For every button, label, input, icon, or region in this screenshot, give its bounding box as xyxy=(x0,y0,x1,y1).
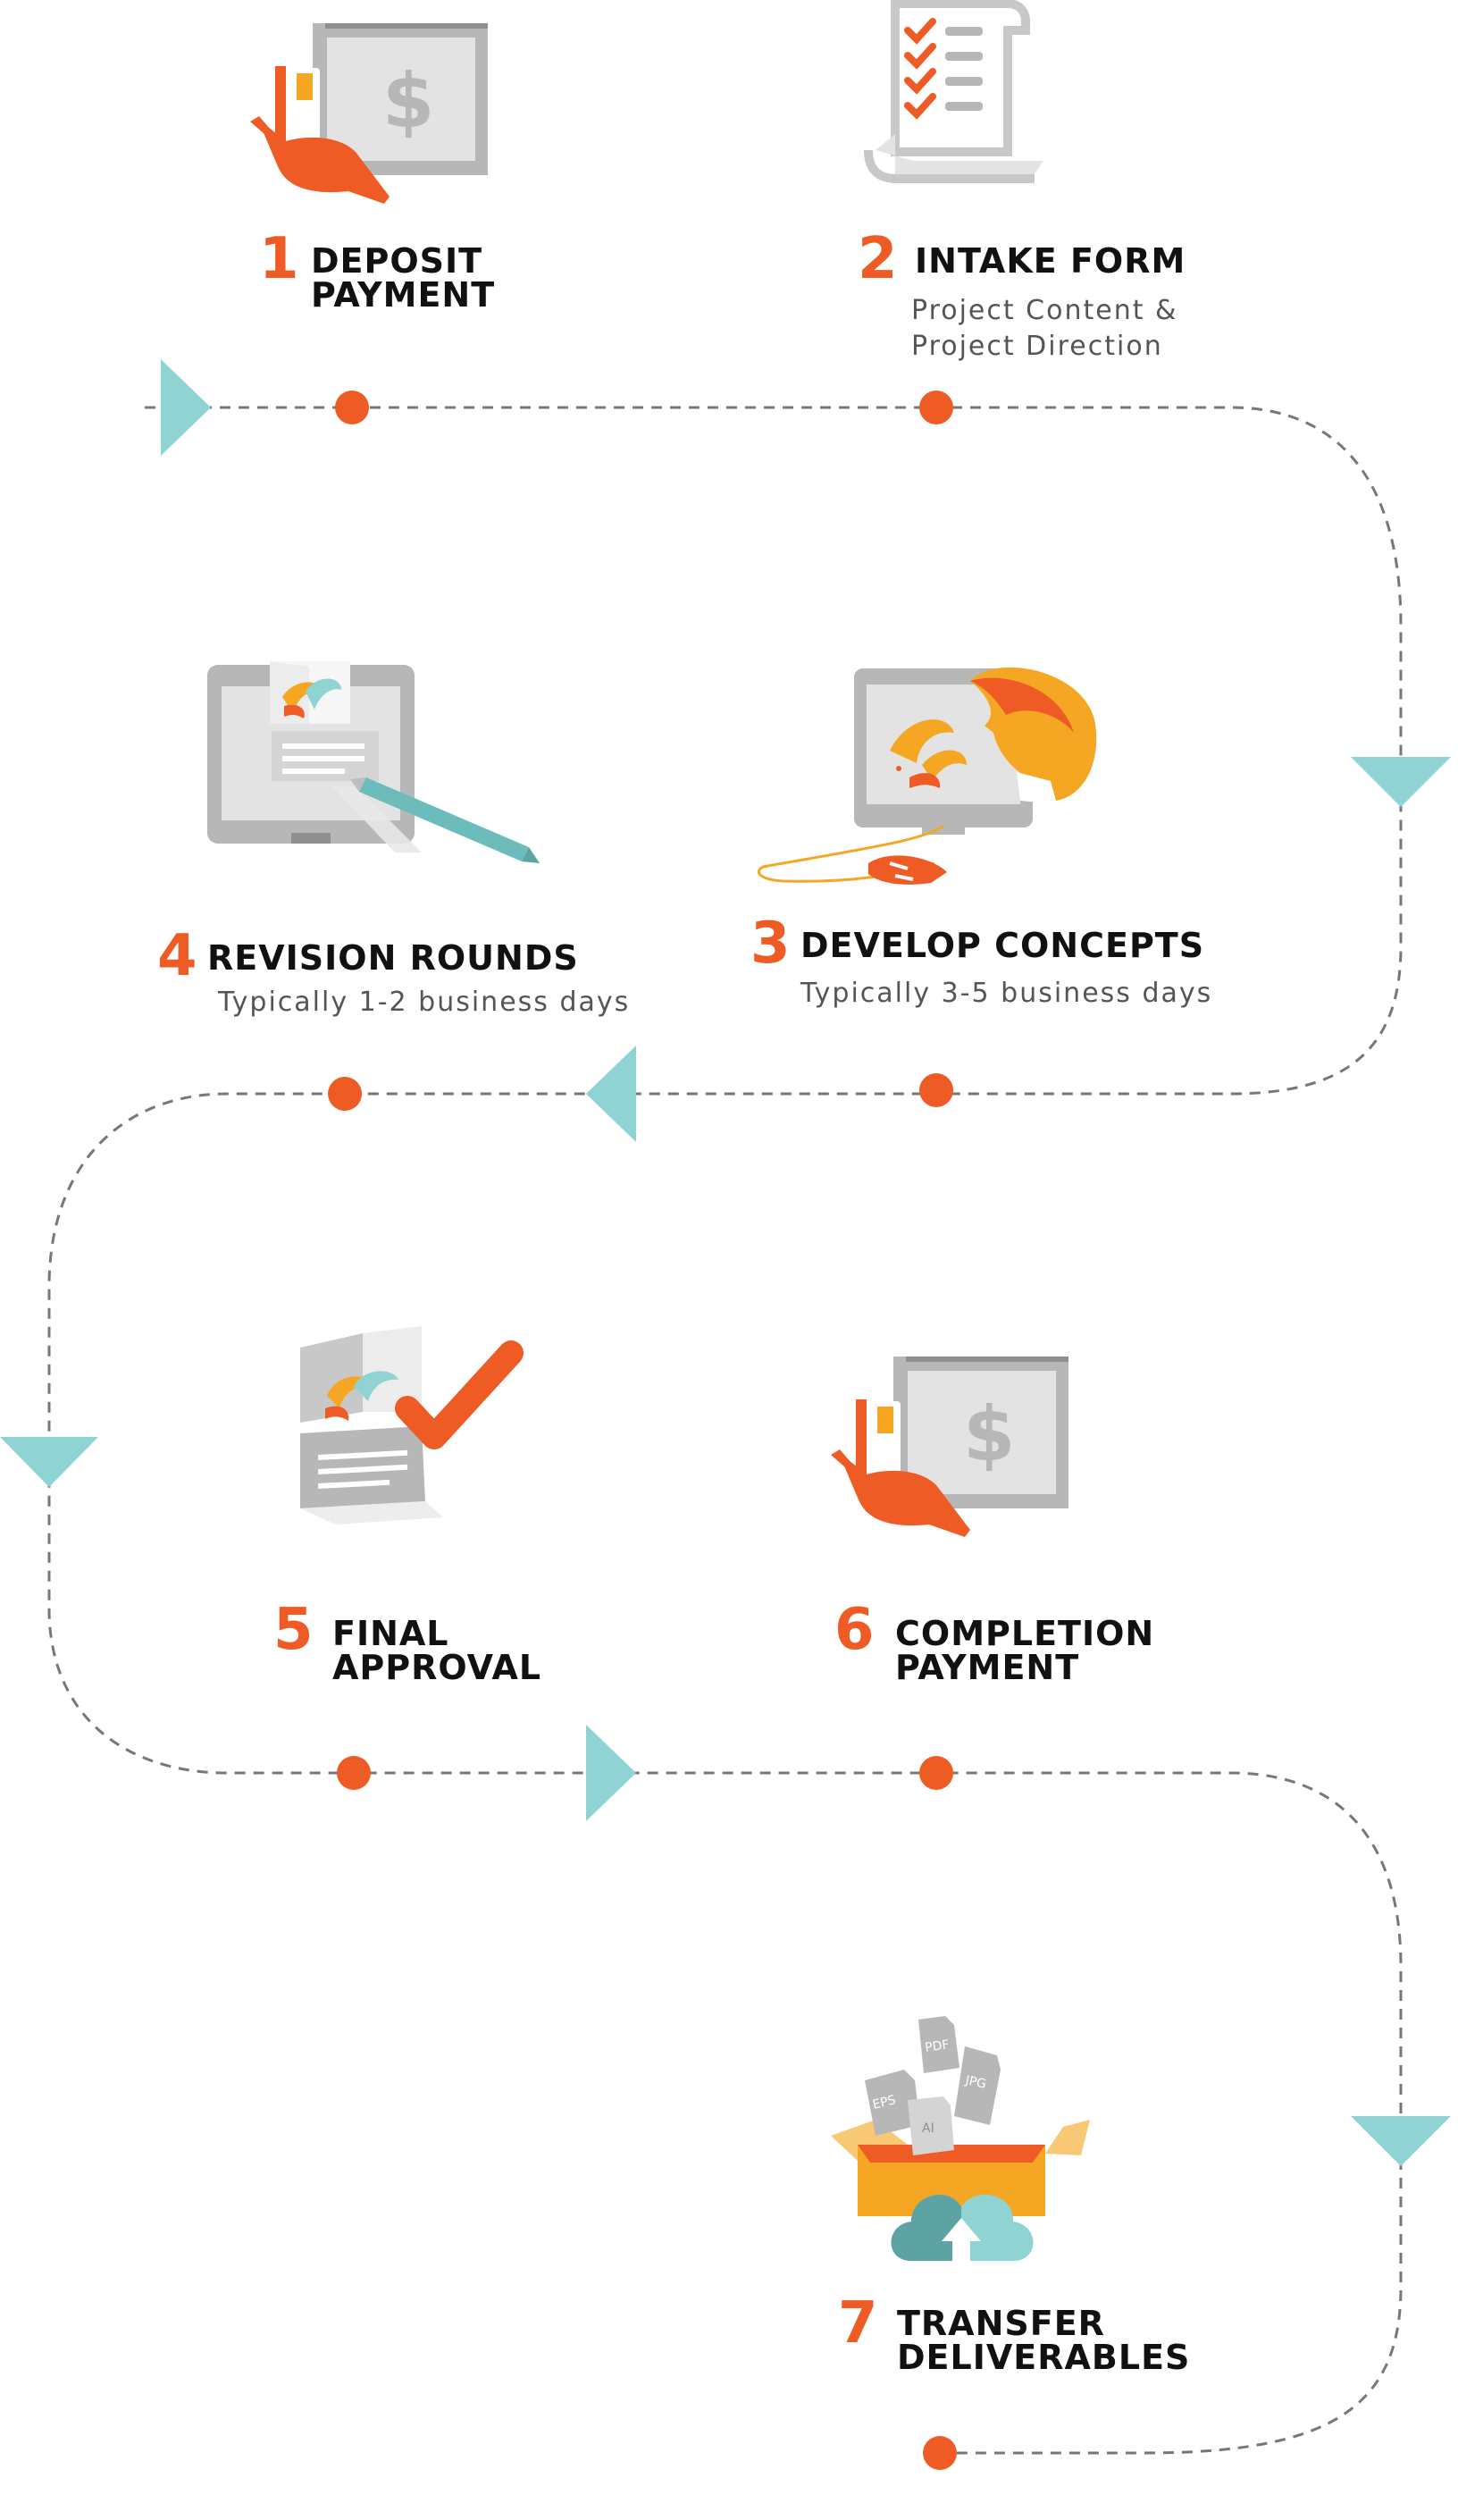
step-subtitle: Project Direction xyxy=(911,331,1163,362)
step-title: INTAKE FORM xyxy=(915,241,1186,281)
file-icon: JPG xyxy=(954,2046,1001,2125)
step-dot xyxy=(328,1077,362,1111)
file-type-label: JPG xyxy=(963,2073,987,2092)
step-title: COMPLETION xyxy=(895,1614,1155,1653)
svg-text:$: $ xyxy=(382,57,434,145)
dashed-route xyxy=(47,406,1403,2455)
step-dot xyxy=(919,1073,953,1107)
step-dot xyxy=(337,1756,371,1790)
step-number: 2 xyxy=(858,226,898,292)
checklist-scroll-icon xyxy=(864,0,1043,183)
step-dot xyxy=(919,1756,953,1790)
step-title: DELIVERABLES xyxy=(897,2338,1191,2377)
step-number: 4 xyxy=(157,923,197,989)
arrow-right-icon xyxy=(586,1725,636,1821)
file-type-label: PDF xyxy=(924,2037,950,2055)
step-title: FINAL xyxy=(332,1614,449,1653)
approval-check-icon xyxy=(300,1326,524,1525)
file-icon: AI xyxy=(908,2096,954,2155)
step-number: 3 xyxy=(750,911,791,977)
step-number: 7 xyxy=(838,2290,878,2356)
file-box-cloud-icon: PDF EPS JPG AI xyxy=(831,2016,1090,2261)
step-dot xyxy=(923,2436,957,2470)
step-title: DEVELOP CONCEPTS xyxy=(800,926,1205,965)
step-subtitle: Typically 1-2 business days xyxy=(218,987,631,1018)
step-number: 5 xyxy=(273,1597,314,1663)
step-title: PAYMENT xyxy=(311,275,496,315)
arrow-down-icon xyxy=(0,1437,98,1487)
step-dot xyxy=(919,391,953,424)
arrow-down-icon xyxy=(1351,757,1451,807)
file-icon: EPS xyxy=(865,2070,920,2136)
file-type-label: EPS xyxy=(871,2093,897,2113)
step-title: PAYMENT xyxy=(895,1648,1080,1687)
tablet-pen-icon xyxy=(207,661,540,863)
step-title: APPROVAL xyxy=(332,1648,542,1687)
svg-text:$: $ xyxy=(963,1390,1015,1478)
step-title: TRANSFER xyxy=(897,2304,1105,2343)
step-subtitle: Project Content & xyxy=(911,295,1178,326)
arrow-right-icon xyxy=(161,359,211,456)
step-title: DEPOSIT xyxy=(311,241,483,281)
step-dot xyxy=(335,391,369,424)
file-icon: PDF xyxy=(918,2016,959,2073)
arrow-down-icon xyxy=(1351,2116,1451,2166)
step-title: REVISION ROUNDS xyxy=(207,938,579,978)
step-number: 1 xyxy=(259,226,299,292)
arrow-left-icon xyxy=(586,1046,636,1142)
payment-icon: $ xyxy=(831,1357,1068,1537)
designer-monitor-icon xyxy=(758,667,1097,885)
file-type-label: AI xyxy=(922,2121,934,2136)
step-subtitle: Typically 3-5 business days xyxy=(800,978,1213,1009)
payment-icon: $ xyxy=(250,23,488,204)
step-number: 6 xyxy=(834,1597,875,1663)
